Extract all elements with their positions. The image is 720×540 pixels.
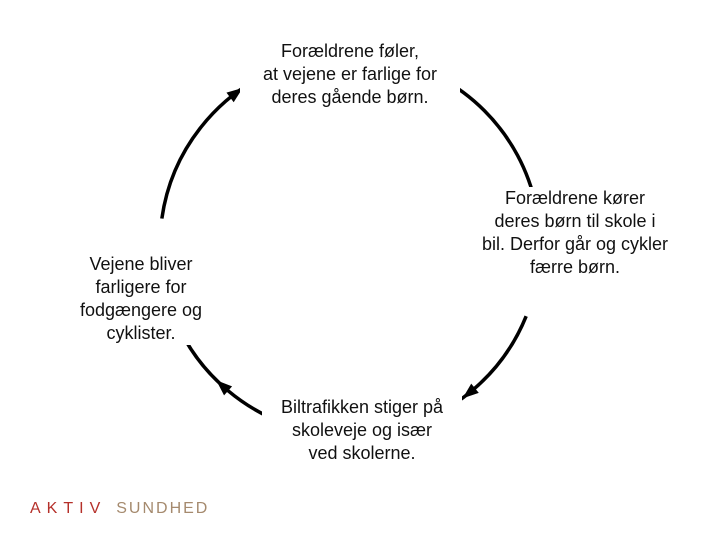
node-car-traffic-increases: Biltrafikken stiger på skoleveje og især… — [262, 396, 462, 465]
logo-aktiv-text: AKTIV — [30, 500, 107, 517]
logo-sundhed-text: SUNDHED — [116, 500, 210, 517]
arrowhead-3 — [216, 380, 233, 396]
aktiv-sundhed-logo: AKTIV SUNDHED — [30, 500, 209, 518]
node-parents-feel-roads-dangerous: Forældrene føler, at vejene er farlige f… — [240, 40, 460, 109]
node-roads-more-dangerous: Vejene bliver farligere for fodgængere o… — [56, 253, 226, 345]
arrowhead-4 — [226, 87, 243, 103]
arrowhead-2 — [462, 383, 479, 399]
node-parents-drive-children: Forældrene kører deres børn til skole i … — [460, 187, 690, 279]
cycle-arrows — [216, 76, 479, 399]
